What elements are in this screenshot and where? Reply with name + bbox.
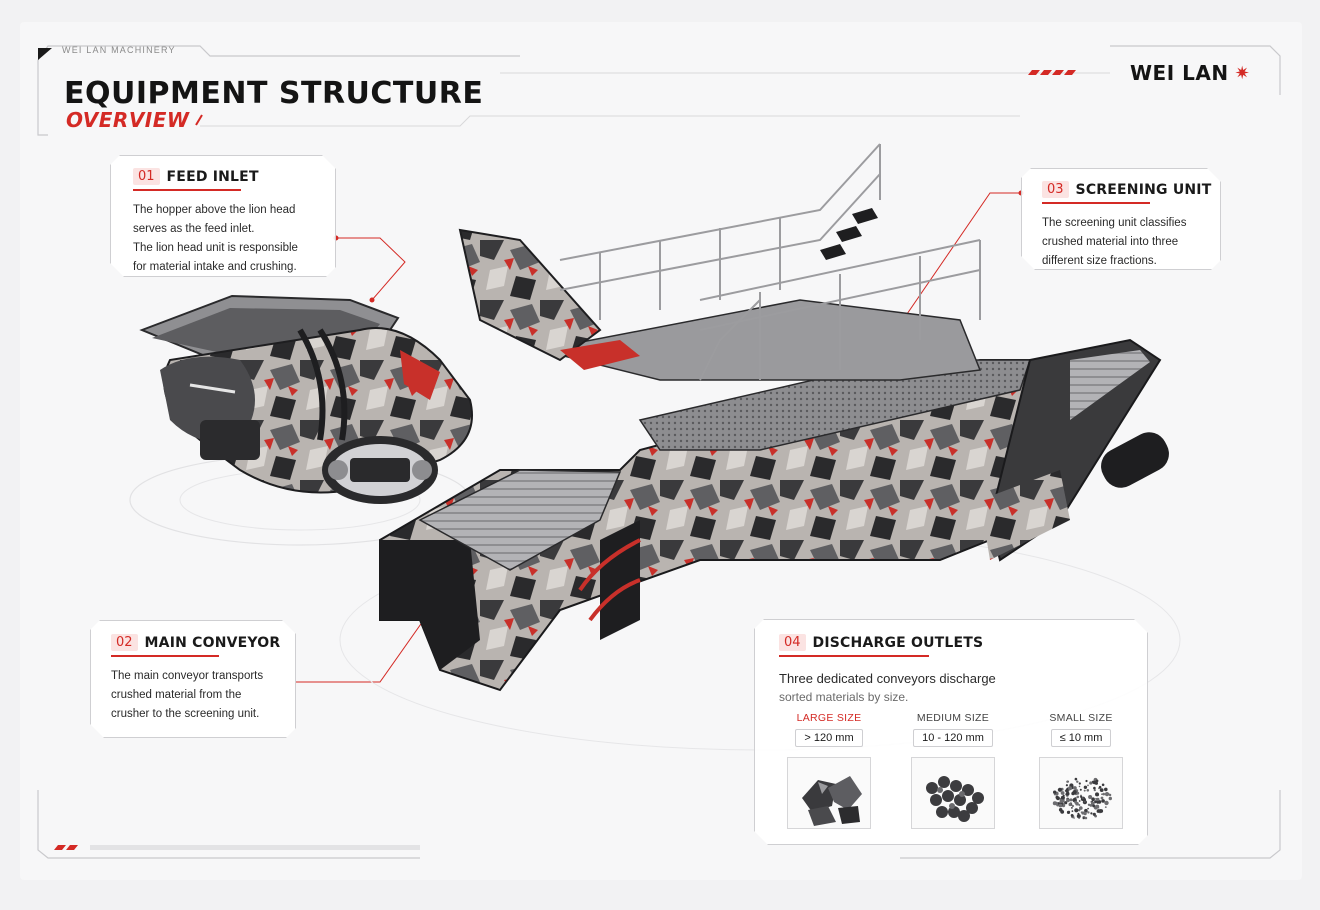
title-underline bbox=[133, 189, 241, 191]
callout-text: The main conveyor transports crushed mat… bbox=[111, 667, 295, 724]
callout-text: The hopper above the lion head serves as… bbox=[133, 201, 335, 277]
size-label: SMALL SIZE bbox=[1049, 712, 1113, 724]
callout-line: different size fractions. bbox=[1042, 255, 1157, 267]
title-underline bbox=[111, 655, 219, 657]
callout-lead: Three dedicated conveyors discharge bbox=[779, 671, 996, 686]
size-large: LARGE SIZE > 120 mm bbox=[779, 712, 879, 829]
size-range: ≤ 10 mm bbox=[1051, 729, 1112, 747]
callout-title: DISCHARGE OUTLETS bbox=[812, 634, 984, 651]
size-range: 10 - 120 mm bbox=[913, 729, 993, 747]
brand-logo: WEI LAN ✷ bbox=[1130, 61, 1250, 85]
callout-feed-inlet: 01 FEED INLET The hopper above the lion … bbox=[110, 155, 336, 277]
title-underline bbox=[1042, 202, 1150, 204]
callout-line: for material intake and crushing. bbox=[133, 261, 297, 273]
callout-screening-unit: 03 SCREENING UNIT The screening unit cla… bbox=[1021, 168, 1221, 270]
large-aggregate-image bbox=[787, 757, 871, 829]
callout-line: The main conveyor transports bbox=[111, 670, 264, 682]
size-range: > 120 mm bbox=[795, 729, 862, 747]
callout-line: The hopper above the lion head bbox=[133, 204, 296, 216]
logo-text: WEI LAN bbox=[1130, 61, 1229, 85]
callout-line: crusher to the screening unit. bbox=[111, 708, 260, 720]
title-underline bbox=[779, 655, 929, 657]
brand-caption: WEI LAN MACHINERY bbox=[62, 45, 176, 55]
page-title: EQUIPMENT STRUCTURE bbox=[64, 76, 484, 111]
callout-line: crushed material from the bbox=[111, 689, 242, 701]
callout-discharge-outlets: 04 DISCHARGE OUTLETS Three dedicated con… bbox=[754, 619, 1148, 845]
callout-number: 03 bbox=[1042, 181, 1069, 198]
callout-number: 04 bbox=[779, 634, 806, 651]
callout-line: serves as the feed inlet. bbox=[133, 223, 255, 235]
callout-text: The screening unit classifies crushed ma… bbox=[1042, 214, 1220, 271]
callout-number: 01 bbox=[133, 168, 160, 185]
callout-lead-secondary: sorted materials by size. bbox=[779, 690, 909, 704]
size-fractions: LARGE SIZE > 120 mm MEDIUM SIZE 10 - 120… bbox=[779, 712, 1129, 832]
callout-number: 02 bbox=[111, 634, 138, 651]
small-aggregate-image bbox=[1039, 757, 1123, 829]
callout-line: crushed material into three bbox=[1042, 236, 1179, 248]
size-small: SMALL SIZE ≤ 10 mm bbox=[1031, 712, 1131, 829]
size-medium: MEDIUM SIZE 10 - 120 mm bbox=[903, 712, 1003, 829]
callout-main-conveyor: 02 MAIN CONVEYOR The main conveyor trans… bbox=[90, 620, 296, 738]
size-label: MEDIUM SIZE bbox=[916, 712, 990, 724]
medium-aggregate-image bbox=[911, 757, 995, 829]
callout-title: FEED INLET bbox=[166, 168, 259, 185]
callout-line: The lion head unit is responsible bbox=[133, 242, 298, 254]
size-label: LARGE SIZE bbox=[796, 712, 862, 724]
callout-line: The screening unit classifies bbox=[1042, 217, 1187, 229]
page-subtitle: OVERVIEW bbox=[66, 108, 190, 132]
callout-title: SCREENING UNIT bbox=[1075, 181, 1212, 198]
callout-title: MAIN CONVEYOR bbox=[144, 634, 281, 651]
star-icon: ✷ bbox=[1234, 62, 1251, 84]
